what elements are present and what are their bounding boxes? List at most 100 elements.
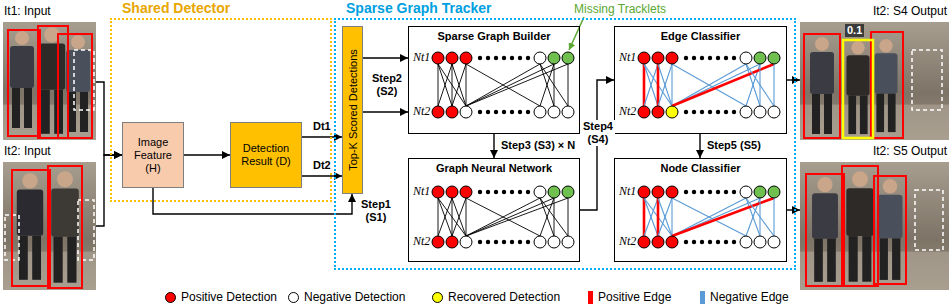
graph-dot [502,110,506,114]
flow-arrow [787,209,800,210]
graph-edge [657,64,660,106]
graph-edge [438,198,452,236]
graph-edge [672,198,746,236]
graph-edge [568,64,569,106]
flow-arrow [302,175,342,176]
row-label: Nt1 [619,184,636,199]
person-body [17,190,43,236]
person-head [71,35,85,49]
callout-label: Missing Tracklets [574,2,666,16]
graph-node [446,236,458,248]
positive-box [58,34,92,138]
person-leg [888,94,896,132]
graph-panel: Node ClassifierNt1Nt2 [614,158,787,262]
person-head [883,179,898,194]
person-body [878,195,903,239]
flow-arrow [699,134,700,158]
graph-dot [692,56,696,60]
graph-node [432,186,444,198]
graph-edge [643,64,646,106]
graph-edge [466,64,540,106]
detector-group: Image Feature (H)Detection Result (D)Sha… [112,20,330,200]
graph-dot [700,240,704,244]
graph-node [446,52,458,64]
graph-edge [746,198,774,236]
graph-edge [671,198,672,236]
negative-box [915,190,943,250]
graph-dot [692,110,696,114]
graph-node [638,236,650,248]
output-image: It2: S4 Output0.1 [800,22,949,140]
flow-arrow [96,155,122,226]
person-body [846,55,869,95]
leader-arrow [569,17,584,50]
positive-box [38,26,68,138]
graph-dot [518,56,522,60]
graph-panel: Edge ClassifierNt1Nt2 [614,26,787,134]
graph-dot [724,56,728,60]
graph-edge [438,64,439,106]
person-body [51,188,79,236]
graph-node [460,106,472,118]
image-heading: It2: S4 Output [873,4,947,19]
box-label: Top-K Scored Detections [346,26,360,194]
step-label: Dt2 [312,159,332,172]
graph-edge [466,198,554,236]
graph-node [534,236,546,248]
legend-circle [165,292,176,303]
box-label: Detection Result (D) [231,142,301,168]
legend-item: Positive Edge [588,290,671,304]
graph-edge [466,64,467,106]
person-leg [12,88,20,128]
photo-ground [800,22,949,140]
graph-edge [554,64,555,106]
graph-edge [759,198,760,236]
person-body [812,193,838,238]
graph-dot [708,110,712,114]
person-leg [848,96,856,134]
photo-ground [800,162,949,290]
graph-dot [708,190,712,194]
graph-node [562,186,574,198]
graph-node [768,106,780,118]
graph-dot [732,190,736,194]
photo-ground [3,162,96,290]
score-label: 0.1 [845,24,864,37]
graph-dot [716,240,720,244]
legend-circle [432,292,443,303]
graph-dot [700,190,704,194]
graph-node [638,106,650,118]
graph-edge [672,64,746,106]
graph-node [638,186,650,198]
person-head [879,39,892,52]
graph-dot [526,56,530,60]
legend-circle [288,292,299,303]
graph-dot [502,240,506,244]
graph-dot [486,240,490,244]
person-leg [827,239,836,282]
legend-text: Positive Detection [181,290,277,304]
flow-arrow [580,80,614,210]
person-body [10,46,34,88]
graph-node [754,186,766,198]
graph-node [740,52,752,64]
graph-node [446,106,458,118]
graph-dot [494,110,498,114]
legend-text: Negative Edge [710,290,789,304]
graph-node [740,236,752,248]
graph-node [768,236,780,248]
graph-edge [466,198,540,236]
graph-dot [724,110,728,114]
graph-edge [466,198,467,236]
graph-edge [644,198,658,236]
graph-edge [644,64,658,106]
graph-edge [672,198,774,236]
person-leg [80,92,88,132]
graph-node [460,236,472,248]
graph-edge [466,64,554,106]
graph-node [432,52,444,64]
person-leg [19,236,28,280]
graph-node [432,106,444,118]
legend-item: Negative Edge [700,290,789,304]
flow-arrow [96,82,122,155]
